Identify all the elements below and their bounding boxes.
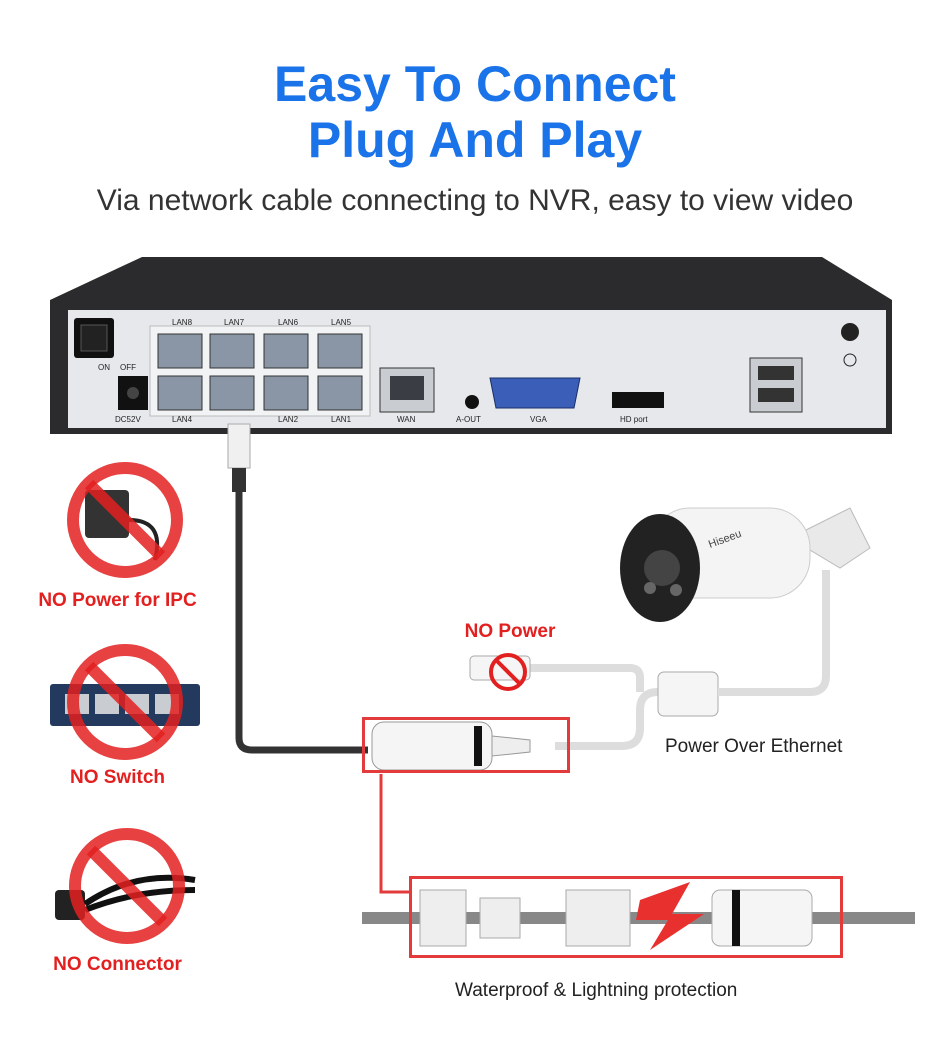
lan1-label: LAN1 xyxy=(331,415,352,424)
lan5-label: LAN5 xyxy=(331,318,352,327)
poe-connector-highlight xyxy=(362,717,570,773)
page-title-line2: Plug And Play xyxy=(307,112,643,168)
no-power-label: NO Power for IPC xyxy=(38,590,197,611)
aout-label: A-OUT xyxy=(456,415,481,424)
hd-label: HD port xyxy=(620,415,648,424)
connection-diagram xyxy=(227,423,915,950)
no-connector-icon xyxy=(55,828,196,944)
lan6-label: LAN6 xyxy=(278,318,299,327)
no-switch-icon xyxy=(50,644,200,760)
page-title-line1: Easy To Connect xyxy=(274,56,676,112)
no-connector-label: NO Connector xyxy=(53,954,182,975)
no-power-adapter-icon xyxy=(67,462,183,578)
no-power-icon xyxy=(489,653,527,691)
waterproof-highlight xyxy=(409,876,843,958)
lan-ports-bottom xyxy=(157,375,363,411)
page-subtitle: Via network cable connecting to NVR, eas… xyxy=(96,184,854,217)
power-on-label: ON xyxy=(98,363,110,372)
no-switch-label: NO Switch xyxy=(69,767,165,788)
lan4-label: LAN4 xyxy=(172,415,193,424)
ip-camera: Hiseeu xyxy=(620,507,871,622)
lan7-label: LAN7 xyxy=(224,318,245,327)
poe-label: Power Over Ethernet xyxy=(665,736,843,757)
lan-ports-top xyxy=(157,333,363,369)
no-power-cable-label: NO Power xyxy=(464,621,556,642)
waterproof-label: Waterproof & Lightning protection xyxy=(455,980,738,1001)
wan-label: WAN xyxy=(397,415,416,424)
dc-label: DC52V xyxy=(115,415,141,424)
lan2-label: LAN2 xyxy=(278,415,299,424)
nvr-device: ON OFF DC52V LAN8 LAN7 LAN6 LAN5 LAN4 LA… xyxy=(50,257,892,434)
vga-label: VGA xyxy=(530,415,548,424)
power-off-label: OFF xyxy=(120,363,136,372)
lan8-label: LAN8 xyxy=(172,318,193,327)
